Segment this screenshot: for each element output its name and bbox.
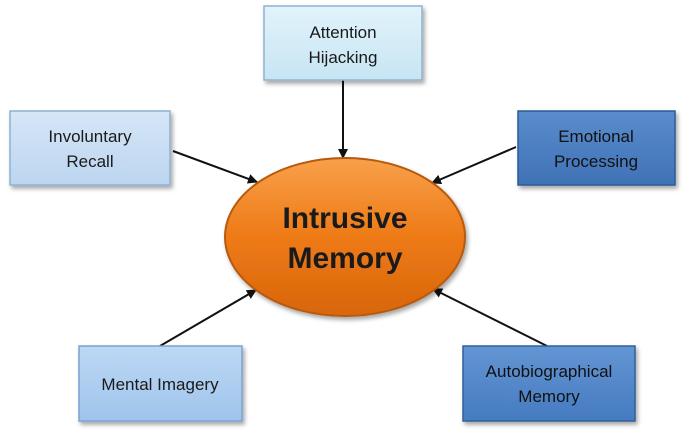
node-emotional-processing: Emotional Processing bbox=[517, 110, 676, 186]
node-involuntary-line1: Involuntary bbox=[48, 127, 132, 146]
center-title-line2: Memory bbox=[287, 242, 402, 275]
node-involuntary-box bbox=[9, 110, 171, 186]
center-title-line1: Intrusive bbox=[282, 202, 407, 235]
node-attention-hijacking: Attention Hijacking bbox=[263, 5, 423, 81]
arrow-autobiographical-to-center bbox=[432, 288, 548, 347]
node-involuntary-line2: Recall bbox=[66, 152, 113, 171]
node-attention-box bbox=[263, 5, 423, 81]
node-autobiographical-memory: Autobiographical Memory bbox=[462, 345, 636, 422]
node-attention-line2: Hijacking bbox=[309, 48, 378, 67]
arrow-emotional-to-center bbox=[431, 146, 517, 185]
node-autobiographical-line1: Autobiographical bbox=[486, 362, 613, 381]
node-emotional-line1: Emotional bbox=[558, 127, 634, 146]
node-mental-box bbox=[78, 345, 243, 422]
node-autobiographical-box bbox=[462, 345, 636, 422]
node-autobiographical-line2: Memory bbox=[518, 387, 580, 406]
node-emotional-line2: Processing bbox=[554, 152, 638, 171]
node-involuntary-recall: Involuntary Recall bbox=[9, 110, 171, 186]
arrow-involuntary-to-center bbox=[172, 150, 258, 184]
node-mental-imagery: Mental Imagery bbox=[78, 345, 243, 422]
node-emotional-box bbox=[517, 110, 676, 186]
node-attention-line1: Attention bbox=[309, 23, 376, 42]
arrow-mental-to-center bbox=[159, 289, 257, 347]
center-ellipse bbox=[224, 157, 466, 317]
node-mental-line1: Mental Imagery bbox=[101, 375, 219, 394]
center-node: Intrusive Memory bbox=[224, 157, 466, 317]
